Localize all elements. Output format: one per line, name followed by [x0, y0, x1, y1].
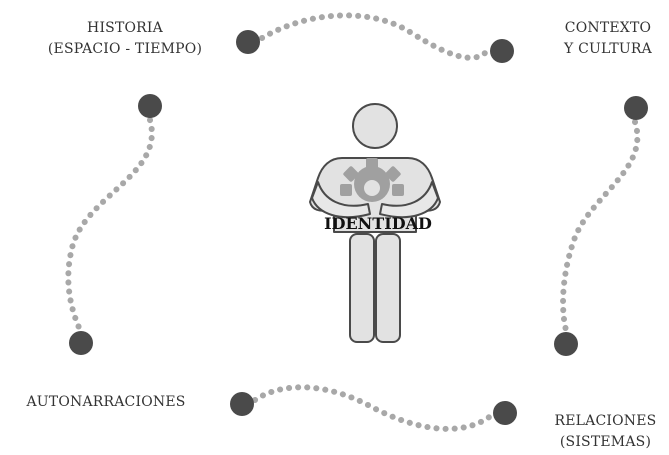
label-line: HISTORIA	[87, 20, 163, 36]
connector-right	[554, 96, 648, 356]
dotted-curve-right	[560, 119, 641, 333]
node-right-bottom	[554, 332, 578, 356]
label-historia: HISTORIA (ESPACIO - TIEMPO)	[20, 18, 230, 60]
label-relaciones: RELACIONES (SISTEMAS)	[542, 411, 669, 453]
label-line: RELACIONES	[554, 413, 657, 429]
center-label: IDENTIDAD	[324, 214, 432, 233]
node-left-bottom	[69, 331, 93, 355]
node-top-left	[236, 30, 260, 54]
node-left-top	[138, 94, 162, 118]
label-line: AUTONARRACIONES	[26, 394, 186, 410]
dotted-curve-top	[259, 12, 491, 61]
connector-left	[65, 94, 162, 355]
dotted-curve-left	[65, 117, 155, 333]
node-right-top	[624, 96, 648, 120]
label-contexto: CONTEXTO Y CULTURA	[548, 18, 668, 60]
label-autonarraciones: AUTONARRACIONES	[4, 392, 208, 413]
label-line: Y CULTURA	[564, 41, 652, 57]
label-line: (SISTEMAS)	[559, 434, 652, 450]
connector-top	[236, 12, 514, 63]
label-line: (ESPACIO - TIEMPO)	[47, 41, 203, 57]
arms	[311, 181, 439, 219]
dotted-curve-bottom	[252, 384, 495, 432]
node-top-right	[490, 39, 514, 63]
node-bottom-left	[230, 392, 254, 416]
gear-icon	[340, 158, 404, 202]
connector-bottom	[230, 384, 517, 432]
node-bottom-right	[493, 401, 517, 425]
label-line: CONTEXTO	[564, 20, 652, 36]
